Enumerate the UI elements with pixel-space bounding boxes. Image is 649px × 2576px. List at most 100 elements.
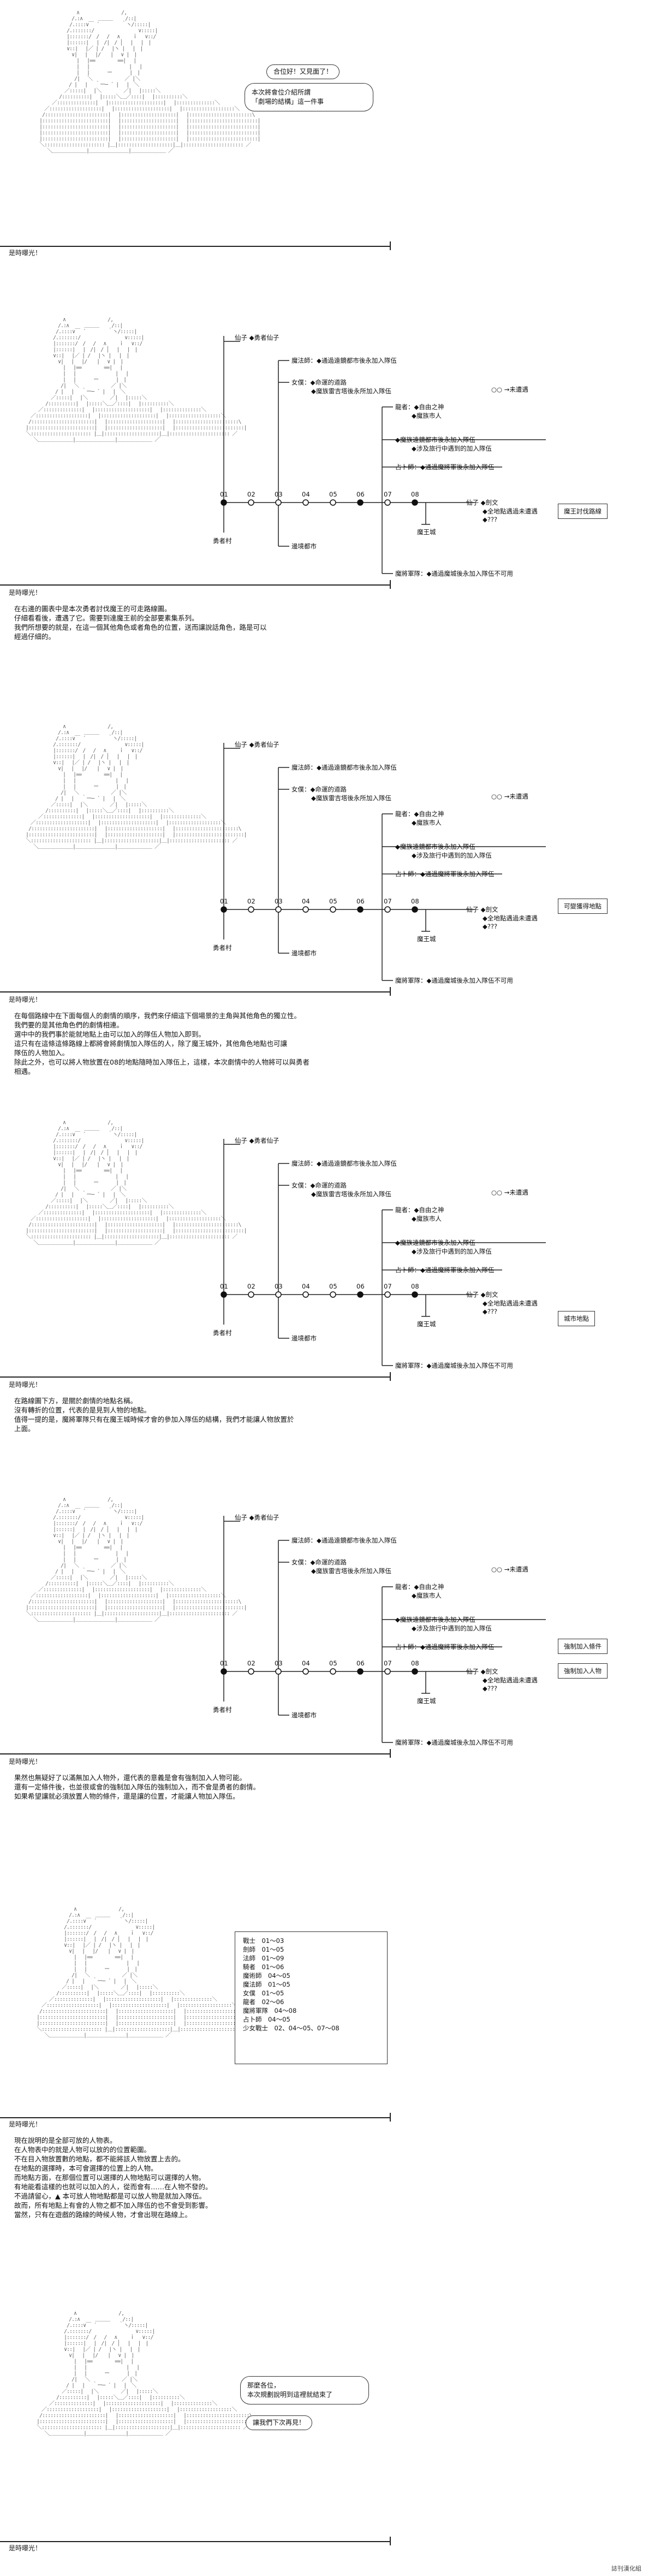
panel-text: 在右邊的圖表中是本次勇者討伐魔王的可走路線圖。 仔細看看後，遭遇了它。需要到達魔… xyxy=(14,605,267,641)
diagram-row: 龍者：◆自由之神 xyxy=(395,403,444,411)
start-city-label: 邊境都市 xyxy=(291,1711,317,1719)
route-node-number: 02 xyxy=(247,897,255,905)
separator xyxy=(0,2117,391,2118)
route-node-number: 04 xyxy=(302,897,310,905)
diagram-row: 龍者：◆自由之神 xyxy=(395,1206,444,1214)
route-node-number: 07 xyxy=(384,897,392,905)
separator-tick xyxy=(390,2113,391,2122)
diagram-row: 女僕：◆命運的道路 xyxy=(291,379,347,386)
speech-bubble-second: 讓我們下次再見！ xyxy=(246,2415,313,2430)
route-node-03 xyxy=(275,1291,282,1298)
diagram-row: 女僕：◆命運的道路 xyxy=(291,1181,347,1189)
route-end-label: 仙子 ◆劍文 xyxy=(466,1668,498,1675)
route-end-label: ◆全地點遇過未遭遇 xyxy=(483,507,538,515)
route-node-06 xyxy=(357,1291,364,1298)
route-node-08 xyxy=(412,499,418,506)
speech-bubble-main: 本次將會位介紹所謂 「劇場的結構」這一件事 xyxy=(245,83,373,111)
panel-1: ∧ /, /.:∧ ＿＿＿ /::| /.::::∨￣ ´ ｀ヽ/:::::| … xyxy=(0,0,649,257)
route-node-03 xyxy=(275,1668,282,1675)
panel-6: ∧ /, /.:∧ ＿＿＿ /::| /.::::∨￣ ´ ｀ヽ/:::::| … xyxy=(0,1895,649,2327)
route-node-07 xyxy=(384,906,391,913)
diagram-row: ◆魔族市人 xyxy=(412,1592,442,1599)
separator-tick xyxy=(390,241,391,250)
route-node-number: 02 xyxy=(247,1283,255,1290)
panel-caption: 是時曝光！ xyxy=(9,2544,42,2552)
panel-caption: 是時曝光！ xyxy=(9,1381,42,1389)
diagram-row: 魔將軍隊：◆通過魔城後永加入隊伍不可用 xyxy=(395,1739,513,1746)
diagram-row: ◆魔族遠鏡都市後永加入隊伍 xyxy=(395,1239,475,1246)
route-end-label: 仙子 ◆劍文 xyxy=(466,499,498,506)
route-node-number: 03 xyxy=(275,1659,283,1667)
demon-castle-label: 魔王城 xyxy=(417,1320,436,1328)
route-node-03 xyxy=(275,499,282,506)
route-node-05 xyxy=(330,906,336,913)
route-node-02 xyxy=(248,1291,254,1298)
route-node-number: 01 xyxy=(220,1283,228,1290)
diagram-callout-box: 可變獲得地點 xyxy=(558,899,608,914)
diagram-row: ◆涉及旅行中遇到的加入隊伍 xyxy=(412,852,492,859)
start-city-label: 邊境都市 xyxy=(291,1334,317,1342)
separator xyxy=(0,2541,391,2542)
diagram-row: ◆魔族市人 xyxy=(412,412,442,420)
route-end-label: 仙子 ◆劍文 xyxy=(466,906,498,913)
separator-tick xyxy=(390,1749,391,1758)
diagram-row: 占卜師：◆通過魔將軍後永加入隊伍 xyxy=(395,463,495,471)
route-node-07 xyxy=(384,1668,391,1675)
character-ascii-art: ∧ /, /.:∧ ＿＿＿ /::| /.::::∨￣ ´ ｀ヽ/:::::| … xyxy=(25,1120,247,1246)
diagram-top-label: 仙子 ◆勇者仙子 xyxy=(235,741,279,748)
diagram-row: 女僕：◆命運的道路 xyxy=(291,785,347,793)
route-end-label: 仙子 ◆劍文 xyxy=(466,1291,498,1298)
route-node-number: 06 xyxy=(356,897,365,905)
diagram-callout-box: 魔王討伐路線 xyxy=(558,504,608,519)
character-ascii-art: ∧ /, /.:∧ ＿＿＿ /::| /.::::∨￣ ´ ｀ヽ/:::::| … xyxy=(39,10,261,154)
diagram-row: 占卜師：◆通過魔將軍後永加入隊伍 xyxy=(395,1643,495,1651)
route-node-number: 02 xyxy=(247,1659,255,1667)
hero-village-label: 勇者村 xyxy=(213,537,232,545)
diagram-row: ◆魔族遠鏡都市後永加入隊伍 xyxy=(395,843,475,850)
diagram-row: ◆魔族雷吉塔後永所加入隊伍 xyxy=(311,1567,391,1575)
route-end-label: ◆??? xyxy=(483,923,498,930)
route-diagram xyxy=(221,1516,546,1743)
separator xyxy=(0,1376,391,1378)
route-node-04 xyxy=(302,906,309,913)
diagram-callout-box: 強制加入條件 xyxy=(558,1639,608,1654)
diagram-row: ◆涉及旅行中遇到的加入隊伍 xyxy=(412,445,492,452)
route-end-label: ◆??? xyxy=(483,1308,498,1315)
panel-caption: 是時曝光！ xyxy=(9,589,42,596)
route-node-04 xyxy=(302,1668,309,1675)
route-end-label: ◆全地點遇過未遭遇 xyxy=(483,1676,538,1684)
route-node-04 xyxy=(302,1291,309,1298)
route-node-05 xyxy=(330,1668,336,1675)
route-node-06 xyxy=(357,1668,364,1675)
panel-caption: 是時曝光！ xyxy=(9,996,42,1003)
hero-village-label: 勇者村 xyxy=(213,944,232,952)
route-node-number: 06 xyxy=(356,1283,365,1290)
route-node-number: 08 xyxy=(411,491,419,498)
speech-bubble-top: 合位好！又見面了！ xyxy=(266,64,340,79)
diagram-row: 魔法師：◆通過遠鏡都市後永加入隊伍 xyxy=(291,1537,397,1544)
diagram-row: ◆涉及旅行中遇到的加入隊伍 xyxy=(412,1624,492,1632)
credit-text: 誌刊漢化組 xyxy=(611,2565,641,2572)
diagram-legend: ○○ →未遭遇 xyxy=(491,1565,528,1573)
route-node-number: 08 xyxy=(411,897,419,905)
route-node-01 xyxy=(221,1668,227,1675)
panel-5: ∧ /, /.:∧ ＿＿＿ /::| /.::::∨￣ ´ ｀ヽ/:::::| … xyxy=(0,1464,649,1895)
separator xyxy=(0,1753,391,1754)
route-node-02 xyxy=(248,499,254,506)
route-node-07 xyxy=(384,1291,391,1298)
character-ascii-art: ∧ /, /.:∧ ＿＿＿ /::| /.::::∨￣ ´ ｀ヽ/:::::| … xyxy=(25,1497,247,1623)
diagram-legend: ○○ →未遭遇 xyxy=(491,386,528,393)
route-end-label: ◆??? xyxy=(483,1685,498,1692)
diagram-row: 龍者：◆自由之神 xyxy=(395,810,444,818)
route-node-number: 07 xyxy=(384,1659,392,1667)
panel-2: ∧ /, /.:∧ ＿＿＿ /::| /.::::∨￣ ´ ｀ヽ/:::::| … xyxy=(0,284,649,691)
route-node-06 xyxy=(357,906,364,913)
diagram-legend: ○○ →未遭遇 xyxy=(491,1189,528,1196)
route-node-number: 06 xyxy=(356,1659,365,1667)
separator xyxy=(0,584,391,586)
diagram-row: 魔將軍隊：◆通過魔城後永加入隊伍不可用 xyxy=(395,1362,513,1369)
diagram-callout-box: 城市地點 xyxy=(558,1311,595,1326)
route-node-08 xyxy=(412,1668,418,1675)
separator-tick xyxy=(390,580,391,589)
diagram-row: 魔將軍隊：◆通過魔城後永加入隊伍不可用 xyxy=(395,570,513,577)
